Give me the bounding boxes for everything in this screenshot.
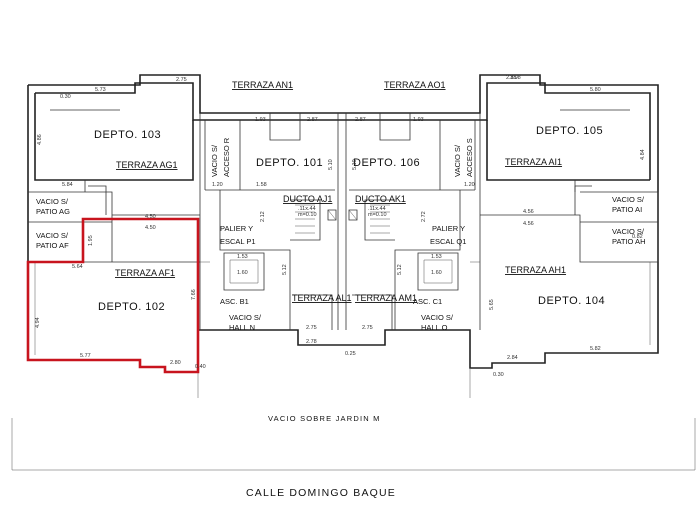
vacio-ah-line2: PATIO AH (612, 237, 645, 246)
ducto-ak1-label: DUCTO AK1 (355, 194, 406, 204)
dim: 1.20 (464, 182, 475, 188)
dim: 1.53 (237, 254, 248, 260)
vacio-jardin-label: VACIO SOBRE JARDIN M (268, 414, 381, 423)
dim: 2.87 (307, 117, 318, 123)
dim: 5.80 (590, 87, 601, 93)
palier-q-line1: PALIER Y (432, 224, 465, 233)
highlight-depto-102 (26, 217, 200, 374)
dim: 4.50 (145, 225, 156, 231)
ducto-ak1-m: m=0.10 (368, 212, 387, 218)
dim: 1.93 (255, 117, 266, 123)
terraza-af1-label: TERRAZA AF1 (115, 268, 175, 278)
dim: 0.82 (632, 234, 643, 240)
palier-q-line2: ESCAL Q1 (430, 237, 466, 246)
palier-p-line2: ESCAL P1 (220, 237, 256, 246)
depto-101-label: DEPTO. 101 (256, 157, 323, 169)
dim: 5.65 (489, 299, 495, 310)
vacio-hall-n-line1: VACIO S/ (229, 313, 262, 322)
terraza-ag1-label: TERRAZA AG1 (116, 160, 178, 170)
dim: 2.75 (306, 325, 317, 331)
asc-c1-label: ASC. C1 (413, 297, 442, 306)
landing-labels: PALIER Y ESCAL P1 PALIER Y ESCAL Q1 ASC.… (220, 224, 466, 306)
dim: 2.85 (506, 75, 517, 81)
dim: 5.84 (62, 182, 73, 188)
void-labels: VACIO S/ PATIO AG VACIO S/ PATIO AF VACI… (36, 137, 645, 332)
apartment-labels: DEPTO. 103 DEPTO. 101 DEPTO. 106 DEPTO. … (94, 125, 605, 313)
dim: 2.80 (170, 360, 181, 366)
dim: 2.84 (507, 355, 518, 361)
dim: 2.87 (355, 117, 366, 123)
palier-p-line1: PALIER Y (220, 224, 253, 233)
depto-103-label: DEPTO. 103 (94, 129, 161, 141)
terraza-am1-label: TERRAZA AM1 (355, 293, 417, 303)
ducto-aj1-size: .11x.44 (298, 206, 316, 212)
dim: 1.93 (413, 117, 424, 123)
depto-104-label: DEPTO. 104 (538, 295, 605, 307)
dim: 2.12 (260, 211, 266, 222)
dim: 2.78 (306, 339, 317, 345)
dim: 5.64 (72, 264, 83, 270)
dim: 1.20 (212, 182, 223, 188)
dim: 5.10 (352, 159, 358, 170)
dim: 5.12 (282, 264, 288, 275)
terraza-ai1-label: TERRAZA AI1 (505, 157, 562, 167)
vacio-acceso-s-line2: ACCESO S (465, 138, 474, 177)
vacio-acceso-r-line2: ACCESO R (222, 137, 231, 177)
vacio-acceso-r-line1: VACIO S/ (210, 144, 219, 177)
terraza-ao1-label: TERRAZA AO1 (384, 80, 446, 90)
dim: 3.08 (510, 75, 521, 81)
vacio-af-line1: VACIO S/ (36, 231, 69, 240)
dim: 7.66 (191, 289, 197, 300)
dim: 2.75 (176, 77, 187, 83)
dim: 0.30 (493, 372, 504, 378)
vacio-ah-line1: VACIO S/ (612, 227, 645, 236)
dim: 5.77 (80, 353, 91, 359)
ducto-ak1-size: .11x.44 (368, 206, 386, 212)
interior-walls (28, 109, 659, 355)
vacio-ag-line2: PATIO AG (36, 207, 70, 216)
dim: 5.10 (328, 159, 334, 170)
dim: 1.53 (431, 254, 442, 260)
terraza-al1-label: TERRAZA AL1 (292, 293, 352, 303)
duct-labels: DUCTO AJ1 .11x.44 m=0.10 DUCTO AK1 .11x.… (283, 194, 406, 218)
ducto-aj1-m: m=0.10 (298, 212, 317, 218)
vacio-hall-o-line2: HALL O (421, 323, 448, 332)
depto-102-label: DEPTO. 102 (98, 301, 165, 313)
dim: 4.50 (145, 214, 156, 220)
vacio-af-line2: PATIO AF (36, 241, 69, 250)
dim: 1.60 (431, 270, 442, 276)
vacio-acceso-s-line1: VACIO S/ (453, 144, 462, 177)
depto-105-label: DEPTO. 105 (536, 125, 603, 137)
asc-b1-label: ASC. B1 (220, 297, 249, 306)
dim: 4.86 (37, 134, 43, 145)
dim: 5.12 (397, 264, 403, 275)
dim: 5.82 (590, 346, 601, 352)
dim: 4.94 (35, 317, 41, 328)
dim: 2.75 (362, 325, 373, 331)
vacio-hall-n-line2: HALL N (229, 323, 255, 332)
dim: 2.72 (421, 211, 427, 222)
vacio-ai-line1: VACIO S/ (612, 195, 645, 204)
dim: 4.84 (640, 149, 646, 160)
dim: 1.95 (88, 235, 94, 246)
depto-106-label: DEPTO. 106 (353, 157, 420, 169)
dim: 4.56 (523, 221, 534, 227)
dimension-labels: 2.75 5.73 4.86 5.84 4.50 1.95 4.50 5.64 … (35, 75, 646, 378)
vacio-ai-line2: PATIO AI (612, 205, 642, 214)
ducto-aj1-label: DUCTO AJ1 (283, 194, 332, 204)
dim: 1.58 (256, 182, 267, 188)
terraza-ah1-label: TERRAZA AH1 (505, 265, 566, 275)
dim: 0.40 (195, 364, 206, 370)
terrace-labels: TERRAZA AN1 TERRAZA AO1 TERRAZA AG1 TERR… (115, 80, 566, 303)
street-name: CALLE DOMINGO BAQUE (246, 487, 396, 499)
dim: 1.60 (237, 270, 248, 276)
dim: 5.73 (95, 87, 106, 93)
dim: 4.56 (523, 209, 534, 215)
vacio-hall-o-line1: VACIO S/ (421, 313, 454, 322)
terraza-an1-label: TERRAZA AN1 (232, 80, 293, 90)
dim: 0.25 (345, 351, 356, 357)
vacio-ag-line1: VACIO S/ (36, 197, 69, 206)
dim: 0.30 (60, 94, 71, 100)
